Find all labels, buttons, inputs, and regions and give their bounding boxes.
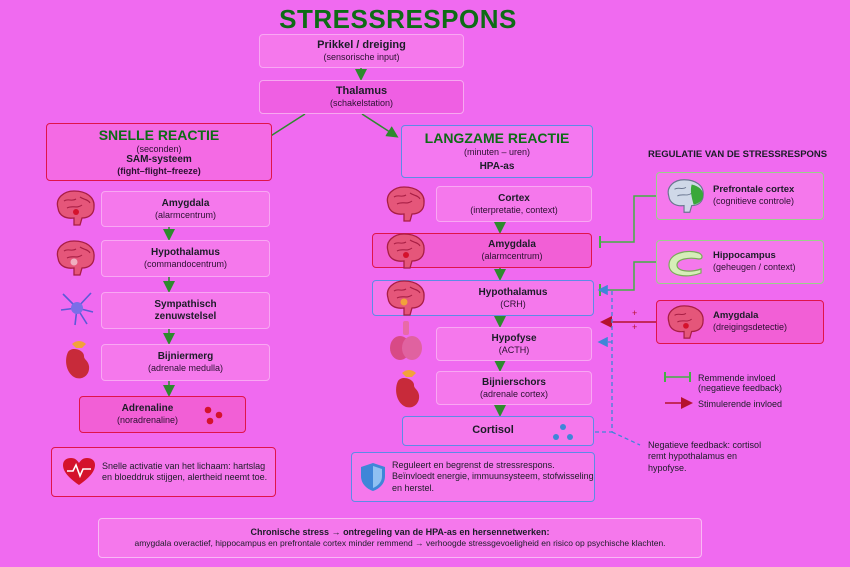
legend-stimulate-label: Stimulerende invloed	[698, 399, 783, 409]
feedback-note: Negatieve feedback: cortisol remt hypoth…	[648, 440, 762, 473]
reg-sub: (geheugen / context)	[713, 262, 796, 273]
fast-step-sub: zenuwstelsel	[154, 310, 217, 322]
arrow-thalamus-slow	[361, 113, 399, 138]
slow-step-sub: (CRH)	[500, 298, 526, 309]
adrenaline-sub: (noradrenaline)	[116, 415, 179, 426]
adrenaline-box: Adrenaline (noradrenaline)	[79, 396, 246, 433]
brain-icon	[386, 186, 425, 222]
brain-icon	[56, 240, 95, 276]
slow-head: LANGZAME REACTIE	[424, 130, 570, 147]
fast-step-sub: (alarmcentrum)	[154, 209, 216, 220]
fast-line2: SAM-systeem	[126, 154, 192, 166]
legend-inhibit-sub: (negatieve feedback)	[698, 383, 783, 393]
legend-inhibit-label: Remmende invloed	[698, 373, 776, 383]
adrenaline-label: Adrenaline	[121, 403, 174, 415]
fast-effect-text: Snelle activatie van het lichaam: hartsl…	[102, 460, 268, 482]
slow-step-label: Amygdala	[488, 239, 536, 251]
fast-step-label: Bijniermerg	[157, 351, 214, 363]
slow-line1: (minuten – uren)	[463, 147, 531, 157]
fast-line1: (seconden)	[136, 143, 182, 154]
fast-line3: (fight–flight–freeze)	[117, 166, 201, 177]
fast-header: SNELLE REACTIE (seconden) SAM-systeem (f…	[46, 123, 272, 181]
stimulus-label: Prikkel / dreiging	[317, 39, 406, 51]
brain-icon	[386, 233, 425, 269]
fast-step-sympathetic: Sympathisch zenuwstelsel	[101, 292, 270, 329]
summary-line2: amygdala overactief, hippocampus en pref…	[134, 538, 666, 549]
fast-step-sub: (adrenale medulla)	[147, 363, 224, 374]
reg-sub: (dreigingsdetectie)	[713, 322, 788, 333]
slow-effect-text: Reguleert en begrenst de stressrespons. …	[392, 460, 594, 493]
slow-step-sub: (ACTH)	[498, 344, 530, 355]
stimulus-box: Prikkel / dreiging (sensorische input)	[259, 34, 464, 68]
adrenal-icon	[66, 341, 90, 379]
fast-step-label: Sympathisch	[154, 298, 217, 310]
molecule-icon	[204, 406, 223, 425]
slow-step-cortex-adrenal: Bijnierschors (adrenale cortex)	[436, 371, 592, 405]
inhibit-hippocampus	[600, 261, 656, 291]
stimulus-sub: (sensorische input)	[323, 52, 400, 63]
slow-step-cortex: Cortex (interpretatie, context)	[436, 186, 592, 222]
reg-label: Prefrontale cortex	[713, 184, 795, 196]
fast-step-label: Amygdala	[161, 197, 210, 209]
feedback-dashed-note	[611, 431, 641, 446]
fast-step-hypothalamus: Hypothalamus (commandocentrum)	[101, 240, 270, 277]
reg-label: Amygdala	[713, 310, 759, 322]
slow-line2: HPA-as	[479, 160, 515, 172]
brain-icon	[667, 305, 704, 339]
feedback-dashed	[595, 284, 613, 433]
slow-step-label: Cortex	[498, 192, 530, 204]
fast-step-label: Hypothalamus	[151, 247, 220, 259]
reg-label: Hippocampus	[713, 250, 776, 262]
summary-box: Chronische stress → ontregeling van de H…	[98, 518, 702, 558]
molecule-icon	[553, 424, 573, 440]
reg-sub: (cognitieve controle)	[713, 196, 795, 207]
shield-icon	[361, 463, 385, 491]
reg-hippocampus: Hippocampus (geheugen / context)	[656, 240, 824, 284]
slow-header: LANGZAME REACTIE (minuten – uren) HPA-as	[401, 125, 593, 178]
slow-step-label: Hypothalamus	[478, 286, 548, 298]
thalamus-box: Thalamus (schakelstation)	[259, 80, 464, 114]
brain-icon	[667, 179, 704, 213]
reg-amygdala: Amygdala (dreigingsdetectie)	[656, 300, 824, 344]
cortisol-box: Cortisol	[402, 416, 594, 446]
fast-effect-box: Snelle activatie van het lichaam: hartsl…	[51, 447, 276, 497]
fast-head: SNELLE REACTIE	[98, 126, 220, 143]
slow-step-pituitary: Hypofyse (ACTH)	[436, 327, 592, 361]
pituitary-icon	[390, 321, 422, 360]
slow-step-sub: (alarmcentrum)	[481, 251, 543, 262]
page-title: STRESSRESPONS	[279, 4, 517, 34]
brain-icon	[56, 190, 95, 226]
brain-icon	[386, 280, 425, 316]
slow-step-sub: (interpretatie, context)	[470, 204, 558, 215]
reg-prefrontal: Prefrontale cortex (cognitieve controle)	[656, 172, 824, 220]
inhibit-prefrontal	[600, 195, 656, 243]
slow-step-sub: (adrenale cortex)	[479, 388, 549, 399]
fast-step-amygdala: Amygdala (alarmcentrum)	[101, 191, 270, 227]
regulation-title: REGULATIE VAN DE STRESSRESPONS	[648, 149, 828, 160]
thalamus-sub: (schakelstation)	[329, 98, 394, 109]
thalamus-label: Thalamus	[335, 85, 388, 97]
cortisol-label: Cortisol	[472, 424, 514, 437]
hippocampus-icon	[668, 250, 703, 277]
fast-step-sub: (commandocentrum)	[143, 259, 228, 270]
heart-icon	[63, 458, 95, 485]
summary-line1: Chronische stress → ontregeling van de H…	[250, 527, 550, 538]
slow-effect-box: Reguleert en begrenst de stressrespons. …	[351, 452, 595, 502]
svg-text:+: +	[632, 322, 637, 332]
slow-step-label: Bijnierschors	[482, 376, 546, 388]
fast-step-medulla: Bijniermerg (adrenale medulla)	[101, 344, 270, 381]
slow-step-label: Hypofyse	[491, 332, 537, 344]
neuron-icon	[60, 292, 94, 326]
adrenal-icon	[396, 370, 420, 408]
svg-text:+: +	[632, 308, 637, 318]
